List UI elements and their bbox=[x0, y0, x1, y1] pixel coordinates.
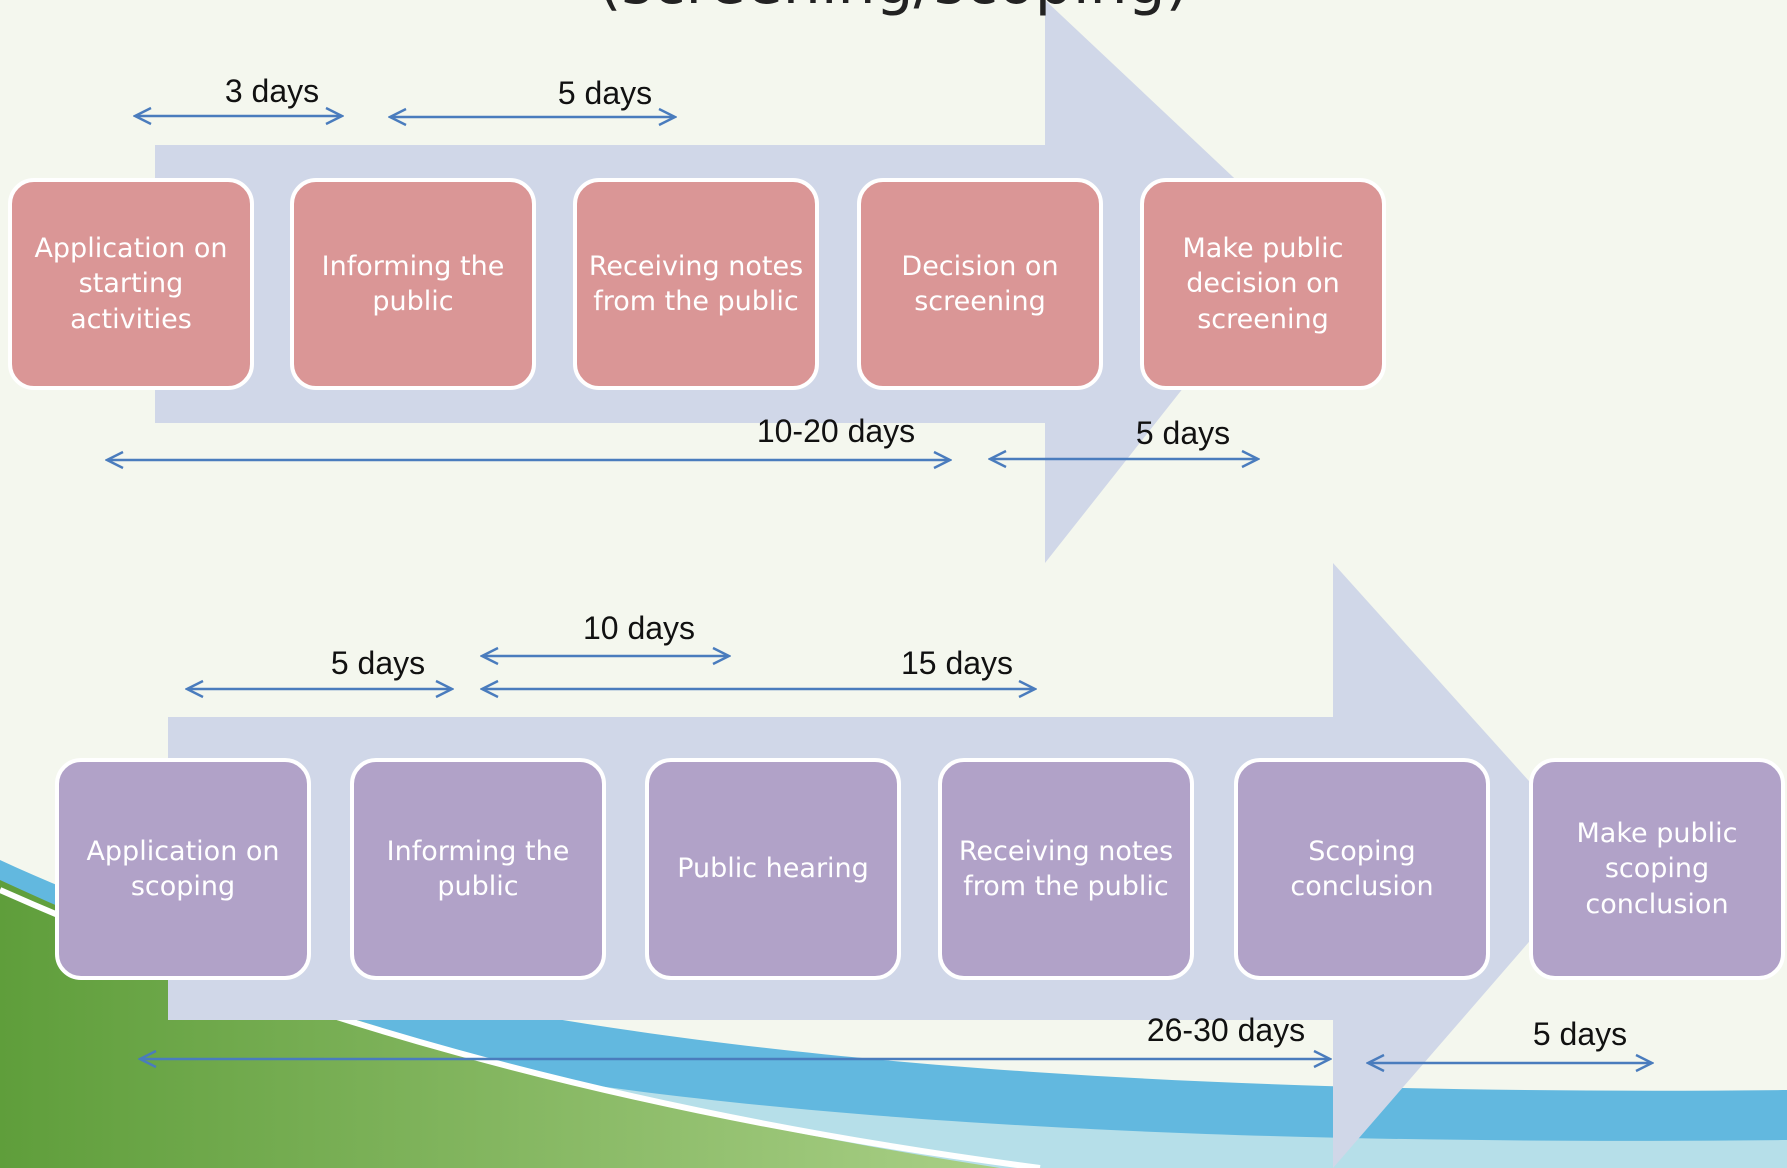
duration-label: 5 days bbox=[1532, 1016, 1628, 1052]
screening-step-decision: Decision on screening bbox=[857, 178, 1103, 390]
scoping-step-make-public: Make public scoping conclusion bbox=[1529, 758, 1785, 980]
scoping-step-application: Application on scoping bbox=[55, 758, 311, 980]
scoping-step-informing: Informing the public bbox=[350, 758, 606, 980]
duration-label: 26-30 days bbox=[1146, 1012, 1306, 1048]
screening-step-receiving-notes: Receiving notes from the public bbox=[573, 178, 819, 390]
scoping-step-receiving-notes: Receiving notes from the public bbox=[938, 758, 1194, 980]
duration-label: 15 days bbox=[900, 645, 1014, 681]
duration-label: 5 days bbox=[330, 645, 426, 681]
duration-label: 3 days bbox=[224, 73, 320, 109]
duration-label: 10-20 days bbox=[756, 413, 916, 449]
scoping-step-public-hearing: Public hearing bbox=[645, 758, 901, 980]
screening-step-make-public: Make public decision on screening bbox=[1140, 178, 1386, 390]
screening-step-informing: Informing the public bbox=[290, 178, 536, 390]
duration-label: 5 days bbox=[1135, 415, 1231, 451]
duration-label: 10 days bbox=[582, 610, 696, 646]
screening-step-application: Application on starting activities bbox=[8, 178, 254, 390]
scoping-step-conclusion: Scoping conclusion bbox=[1234, 758, 1490, 980]
duration-label: 5 days bbox=[557, 75, 653, 111]
page-title: (screening/scoping) bbox=[0, 0, 1787, 18]
